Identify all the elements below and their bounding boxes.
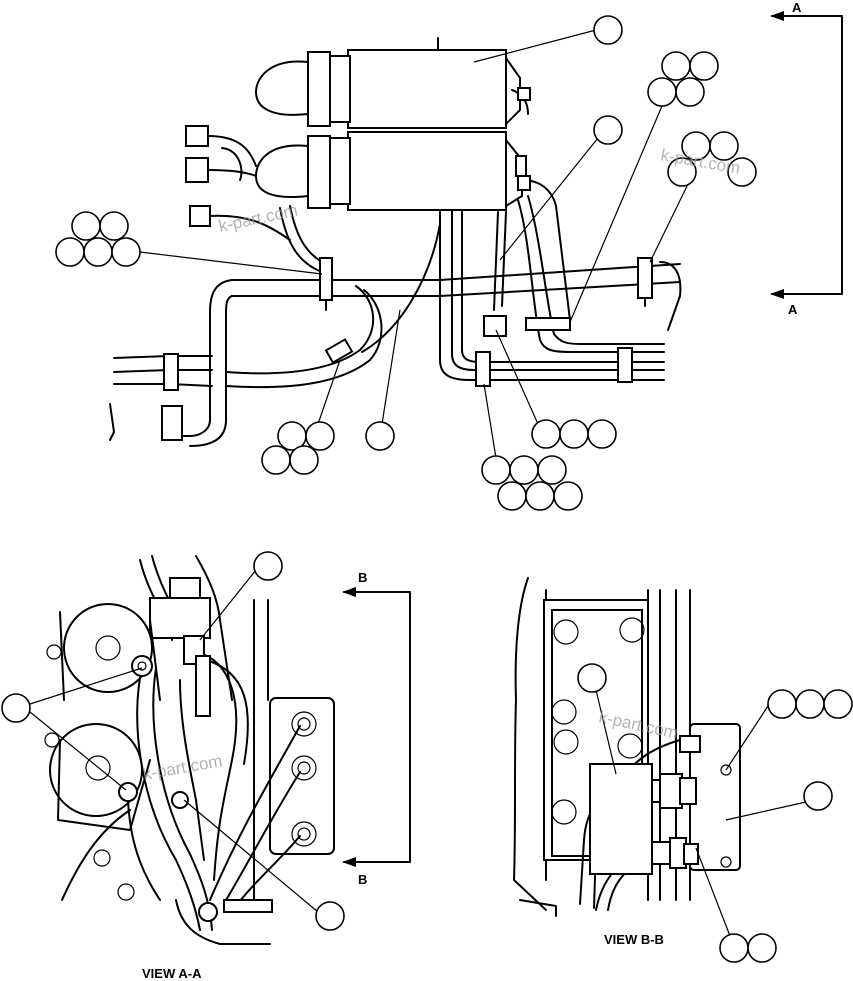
- left-clamp: [161, 405, 183, 441]
- view-bb-caption: VIEW B-B: [604, 932, 664, 947]
- view-bb-detail: [513, 577, 741, 917]
- top-assembly: [109, 37, 682, 447]
- watermark: k-part.com: [141, 751, 223, 784]
- view-aa-caption: VIEW A-A: [142, 966, 202, 981]
- lower-canister: [347, 131, 507, 211]
- view-aa-leader-lines: [29, 569, 319, 913]
- bracket-plate: [269, 697, 335, 855]
- upper-motor: [63, 603, 153, 693]
- upper-canister: [347, 49, 507, 129]
- upper-dome: [255, 60, 309, 116]
- center-clamp: [525, 317, 571, 331]
- section-a-top-label: A: [792, 0, 802, 15]
- section-b-marker: B B: [342, 570, 411, 887]
- view-bb-leader-lines: [595, 689, 807, 937]
- top-leader-lines: [139, 29, 691, 459]
- section-a-bottom-label: A: [788, 302, 798, 317]
- top-callout-bubbles: [55, 15, 757, 511]
- view-bb-callout-bubbles: [577, 663, 853, 963]
- watermark: k-part.com: [217, 201, 299, 236]
- section-b-top-label: B: [358, 570, 367, 585]
- section-a-marker: A A: [770, 0, 843, 317]
- section-b-bottom-label: B: [358, 872, 367, 887]
- view-aa-detail: [44, 555, 335, 945]
- view-aa-callout-bubbles: [1, 551, 345, 931]
